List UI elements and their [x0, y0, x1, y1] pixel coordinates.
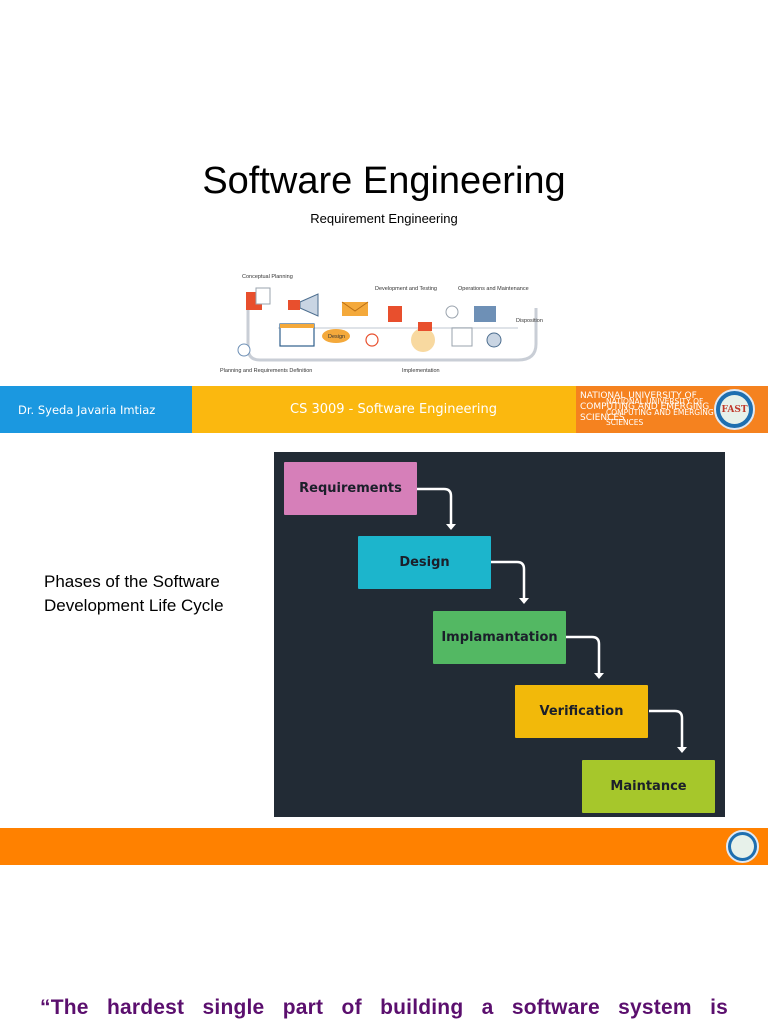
sdlc-heading: Phases of the Software Development Life … [44, 572, 224, 615]
code-window-icon [388, 306, 402, 322]
design-bubble [322, 329, 350, 343]
mail-stack-icon [474, 306, 496, 322]
gear-icon [486, 332, 502, 348]
footer-course: CS 3009 - Software Engineering [192, 386, 576, 433]
clock-icon [445, 305, 459, 319]
globe-icon [237, 343, 251, 357]
footer-author: Dr. Syeda Javaria Imtiaz [0, 386, 192, 433]
label-disposition: Disposition [516, 318, 543, 324]
slide-subtitle: Requirement Engineering [310, 211, 458, 226]
waterfall-arrows [417, 487, 687, 753]
university-logo [726, 830, 759, 863]
phase-implementation: Implamantation [433, 611, 566, 664]
phase-requirements: Requirements [284, 462, 417, 515]
label-operations: Operations and Maintenance [458, 286, 529, 292]
sdlc-illustration: Conceptual Planning Design Development a… [220, 274, 543, 374]
slide-footer: Dr. Syeda Javaria Imtiaz CS 3009 - Softw… [0, 386, 768, 433]
label-conceptual: Conceptual Planning [242, 274, 293, 280]
eye-icon [365, 333, 379, 347]
label-development: Development and Testing [375, 286, 437, 292]
phase-verification: Verification [515, 685, 648, 738]
waterfall-diagram: Requirements Design Implamantation Verif… [274, 452, 725, 817]
label-implementation: Implementation [402, 368, 440, 374]
university-name: NATIONAL UNIVERSITY OF COMPUTING AND EME… [580, 391, 710, 423]
slide-footer-bar [0, 828, 768, 865]
label-design: Design [328, 334, 345, 340]
label-planning: Planning and Requirements Definition [220, 368, 312, 374]
university-name-overlay: NATIONAL UNIVERSITY OF COMPUTING AND EME… [606, 397, 714, 427]
footer-university: NATIONAL UNIVERSITY OF COMPUTING AND EME… [576, 386, 768, 433]
quote-text: “The hardest single part of building a s… [40, 996, 728, 1019]
phase-maintenance: Maintance [582, 760, 715, 813]
slide-title: Software Engineering [202, 160, 566, 202]
flag-icon [418, 322, 432, 331]
university-logo: FAST [714, 389, 755, 430]
envelope-icon [342, 302, 368, 316]
megaphone-icon [299, 293, 319, 317]
phase-design: Design [358, 536, 491, 589]
chart-icon [451, 327, 473, 347]
person-icon [411, 328, 435, 352]
